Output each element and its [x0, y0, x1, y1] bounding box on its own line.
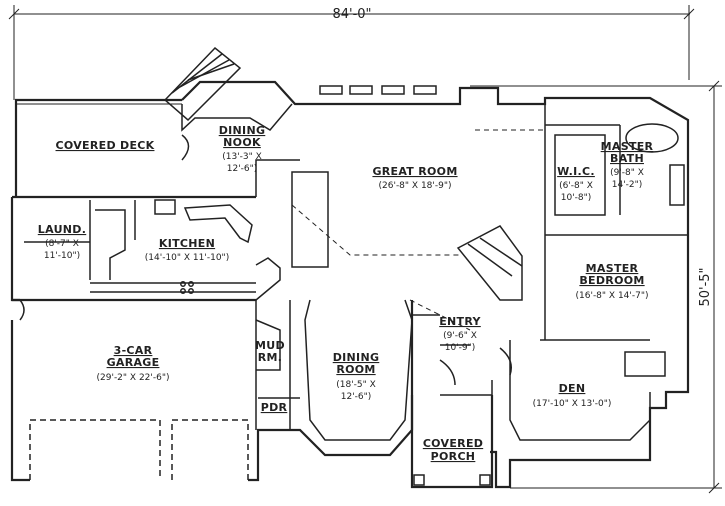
dining-room-name-1: DINING — [333, 351, 380, 364]
wic-label: W.I.C. — [557, 165, 595, 178]
laundry-label: LAUND. — [38, 223, 86, 236]
dashed-lines — [291, 129, 545, 331]
overall-width-label: 84'-0" — [332, 7, 371, 22]
master-bath-size-2: 14'-2") — [612, 180, 643, 190]
covered-deck-label: COVERED DECK — [56, 139, 155, 152]
kitchen-size: (14'-10" X 11'-10") — [145, 253, 229, 263]
garage-name-2: GARAGE — [107, 356, 160, 369]
great-room-label: GREAT ROOM — [372, 165, 457, 178]
laundry-size-1: (8'-7" X — [45, 239, 79, 249]
dining-nook-name-2: NOOK — [223, 136, 261, 149]
mud-room-name-1: MUD — [255, 339, 285, 352]
dining-room-size-2: 12'-6") — [341, 392, 372, 402]
laundry-size-2: 11'-10") — [44, 251, 80, 261]
covered-porch-name-1: COVERED — [423, 437, 483, 450]
master-bedroom-name-2: BEDROOM — [579, 274, 644, 287]
entry-size-1: (9'-6" X — [443, 331, 477, 341]
den-size: (17'-10" X 13'-0") — [533, 399, 612, 409]
wic-size-2: 10'-8") — [561, 193, 592, 203]
dimension-lines — [8, 5, 722, 494]
interior-walls — [19, 46, 688, 486]
den-label: DEN — [559, 382, 586, 395]
dining-nook-size-1: (13'-3" X — [222, 152, 262, 162]
entry-size-2: 10'-9") — [445, 343, 476, 353]
dining-nook-name-1: DINING — [219, 124, 266, 137]
master-bath-name-2: BATH — [610, 152, 644, 165]
mud-room-name-2: RM. — [258, 351, 283, 364]
exterior-walls — [10, 80, 690, 489]
master-bath-name-1: MASTER — [601, 140, 654, 153]
dining-room-size-1: (18'-5" X — [336, 380, 376, 390]
wic-size-1: (6'-8" X — [559, 181, 593, 191]
powder-label: PDR — [261, 401, 288, 414]
master-bedroom-name-1: MASTER — [586, 262, 639, 275]
great-room-size: (26'-8" X 18'-9") — [379, 181, 452, 191]
master-bath-size-1: (9'-8" X — [610, 168, 644, 178]
kitchen-label: KITCHEN — [159, 237, 215, 250]
entry-label: ENTRY — [439, 315, 481, 328]
overall-depth-label: 50'-5" — [698, 267, 713, 306]
dining-room-name-2: ROOM — [336, 363, 375, 376]
dining-nook-size-2: 12'-6") — [227, 164, 258, 174]
master-bedroom-size: (16'-8" X 14'-7") — [576, 291, 649, 301]
covered-porch-name-2: PORCH — [431, 450, 476, 463]
garage-name-1: 3-CAR — [114, 344, 153, 357]
garage-size: (29'-2" X 22'-6") — [97, 373, 170, 383]
